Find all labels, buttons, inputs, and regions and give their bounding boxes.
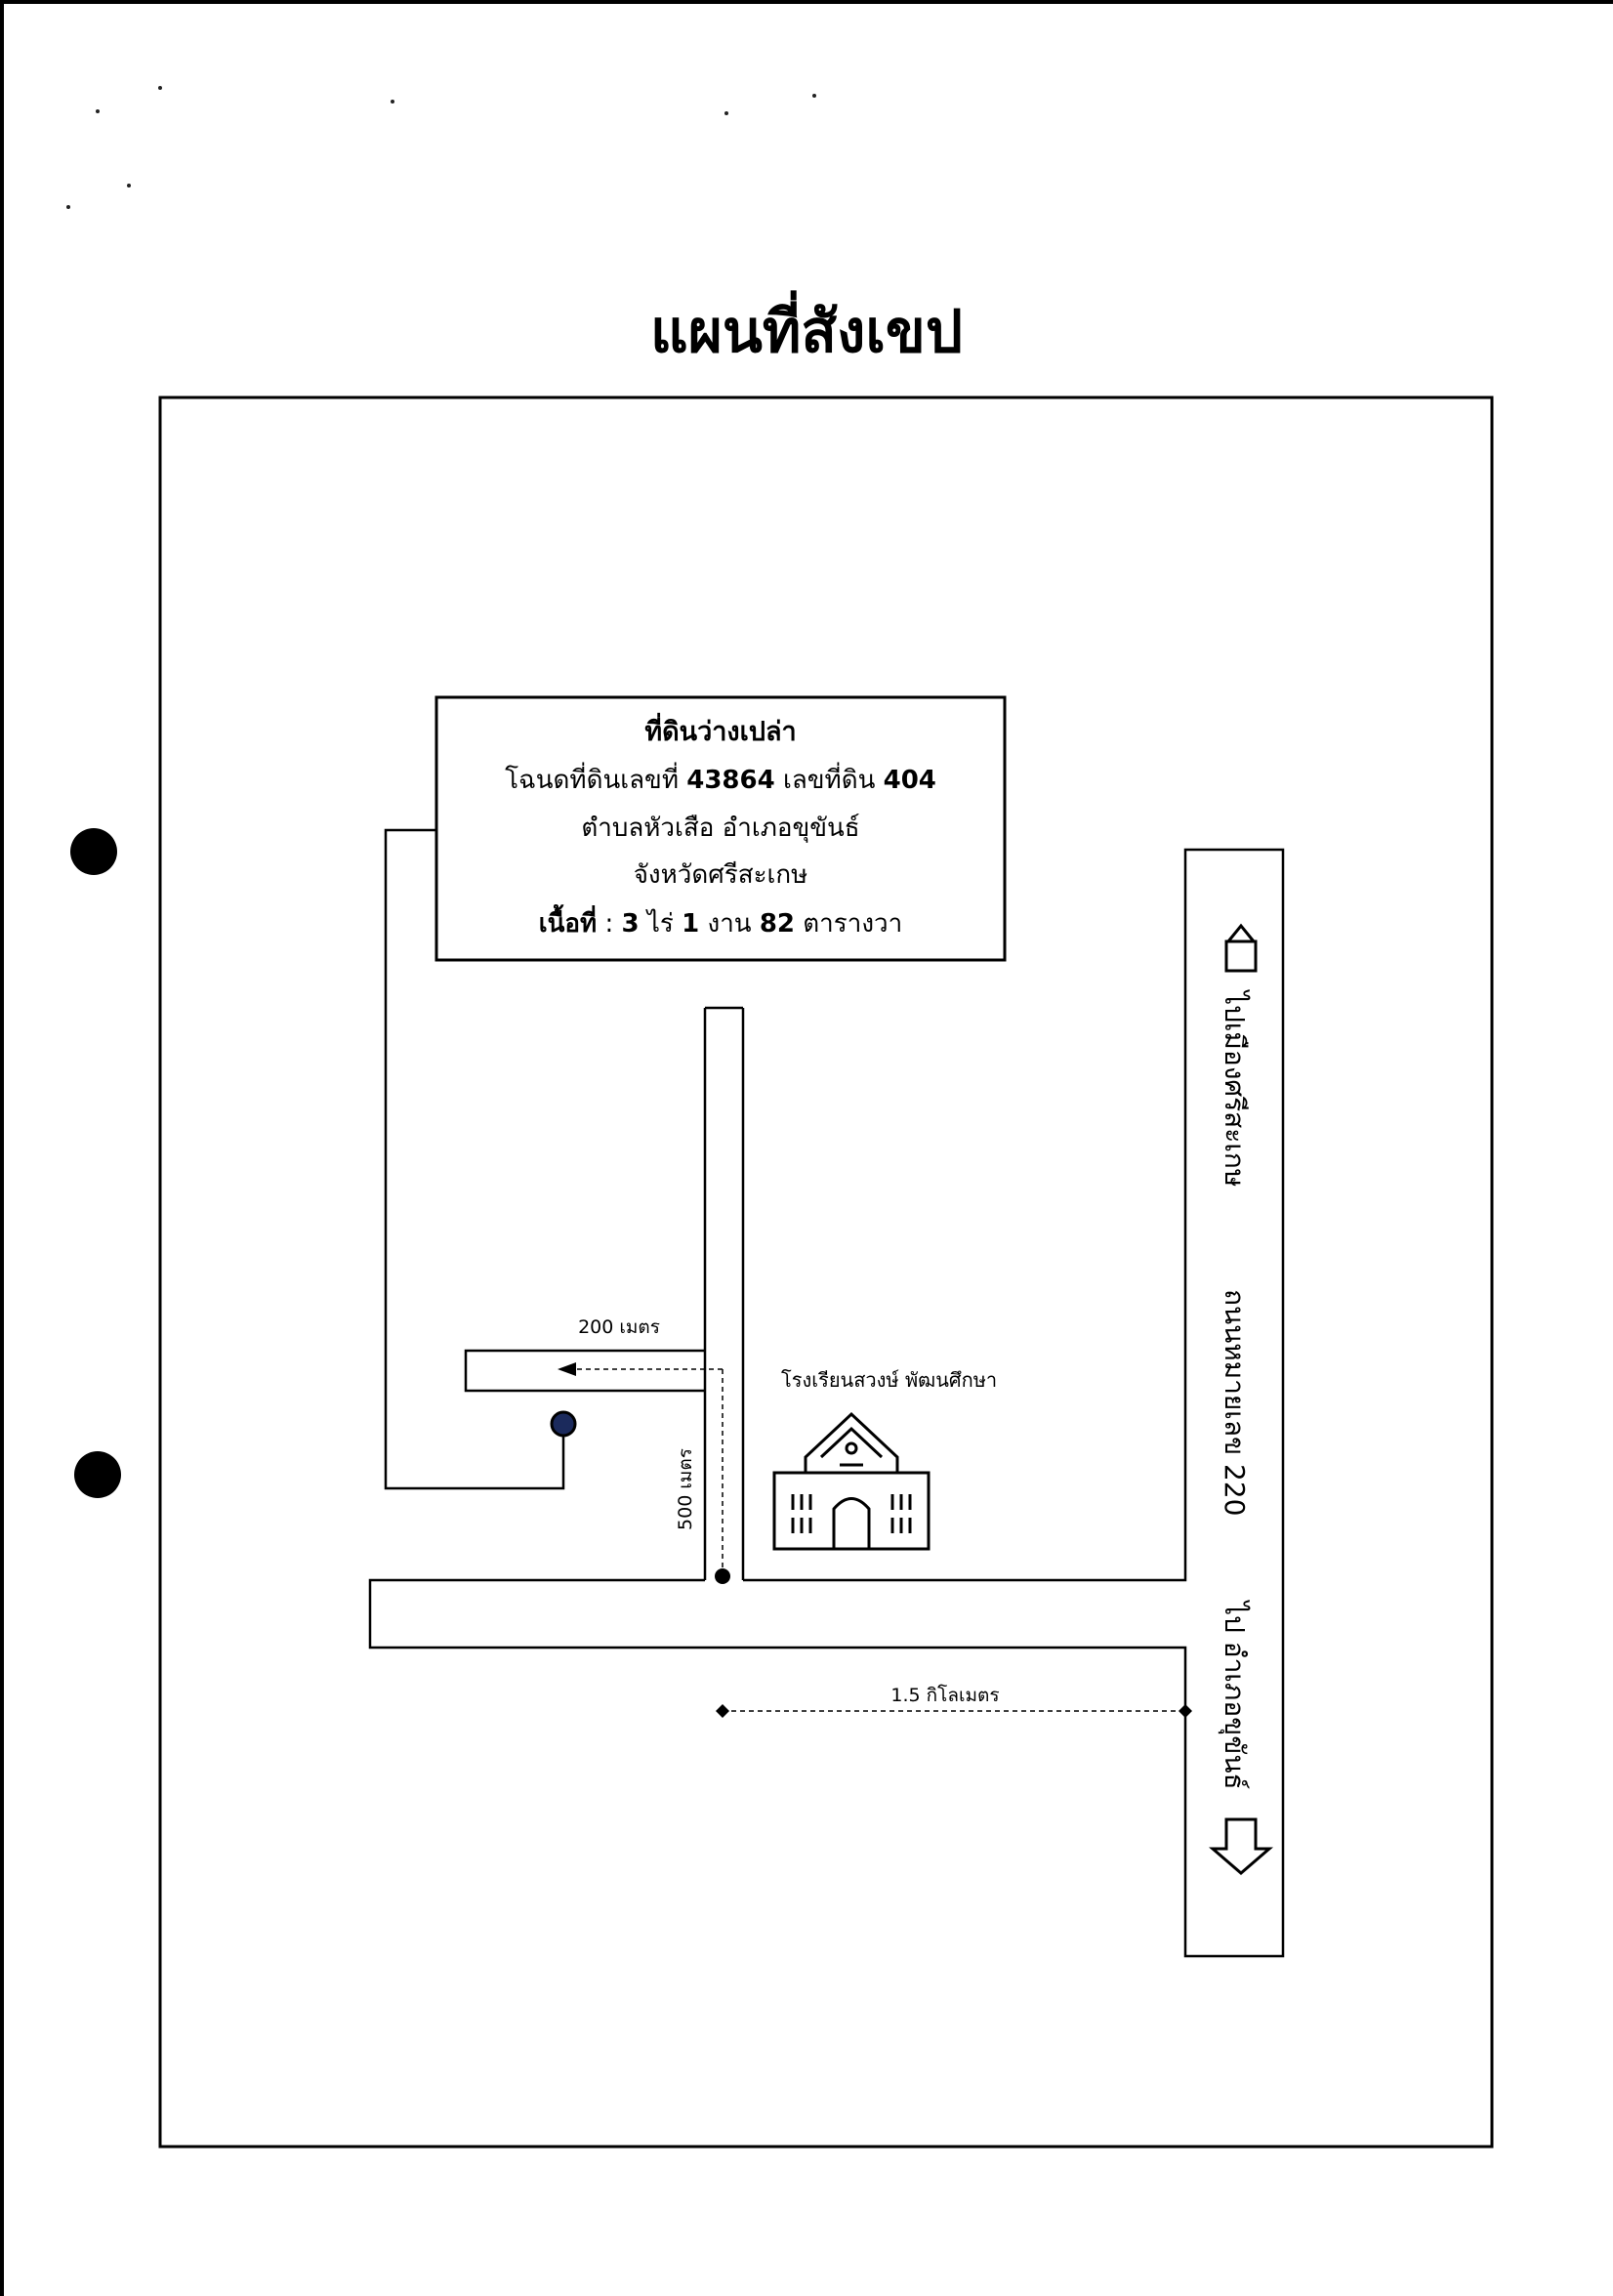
- area-wa-unit: ตารางวา: [803, 909, 902, 939]
- distance-1500m-label: 1.5 กิโลเมตร: [890, 1684, 999, 1706]
- school-label: โรงเรียนสวงษ์ พัฒนศึกษา: [781, 1368, 997, 1392]
- scan-speck: [127, 184, 131, 188]
- area-sep: :: [604, 909, 613, 939]
- area-rai: 3: [621, 909, 639, 939]
- area-ngan-unit: งาน: [708, 909, 752, 939]
- parcel-province: จังหวัดศรีสะเกษ: [634, 860, 808, 890]
- punch-hole: [74, 1451, 121, 1498]
- map-frame: [158, 396, 1494, 2149]
- deed-prefix: โฉนดที่ดินเลขที่: [505, 762, 679, 795]
- area-rai-unit: ไร่: [645, 908, 674, 939]
- punch-hole: [70, 828, 117, 875]
- parcel-subdistrict: ตำบลหัวเสือ อำเภอขุขันธ์: [581, 814, 859, 843]
- highway-direction-north: ไปเมืองศรีสะเกษ: [1219, 989, 1251, 1187]
- page-title: แผนที่สังเขป: [650, 298, 963, 366]
- scan-speck: [391, 100, 394, 104]
- area-label: เนื้อที่: [539, 903, 597, 939]
- parcel-deed-line: โฉนดที่ดินเลขที่ 43864 เลขที่ดิน 404: [505, 762, 936, 795]
- parcel-info-box: [434, 695, 1007, 962]
- scan-speck: [96, 109, 100, 113]
- parcel-area-line: เนื้อที่ : 3 ไร่ 1 งาน 82 ตารางวา: [539, 903, 903, 939]
- parcel-outline: [384, 828, 565, 1490]
- parcel-status: ที่ดินว่างเปล่า: [644, 712, 796, 747]
- scan-speck: [66, 205, 70, 209]
- location-dot-icon: [550, 1410, 577, 1438]
- deed-number: 43864: [686, 766, 774, 795]
- school-building-icon: [772, 1411, 931, 1551]
- distance-200m-label: 200 เมตร: [578, 1316, 660, 1338]
- land-no-prefix: เลขที่ดิน: [783, 762, 876, 795]
- junction-dot: [715, 1568, 730, 1584]
- main-road-and-highway: [368, 848, 1285, 1958]
- up-arrow-icon: [1224, 923, 1258, 973]
- distance-marker: [1179, 1704, 1192, 1718]
- highway-road-name: ถนนหมายเลข 220: [1219, 1289, 1251, 1517]
- highway-direction-south: ไป อำเภอขุขันธ์: [1218, 1600, 1251, 1790]
- side-lane: [464, 1349, 705, 1393]
- scan-speck: [812, 94, 816, 98]
- area-ngan: 1: [682, 909, 699, 939]
- area-wa: 82: [760, 909, 795, 939]
- route-arrowhead: [558, 1362, 576, 1376]
- down-arrow-icon: [1208, 1817, 1274, 1875]
- land-number: 404: [884, 766, 936, 795]
- scan-speck: [724, 111, 728, 115]
- distance-marker: [716, 1704, 729, 1718]
- distance-500m-label: 500 เมตร: [675, 1448, 696, 1530]
- scan-speck: [158, 86, 162, 90]
